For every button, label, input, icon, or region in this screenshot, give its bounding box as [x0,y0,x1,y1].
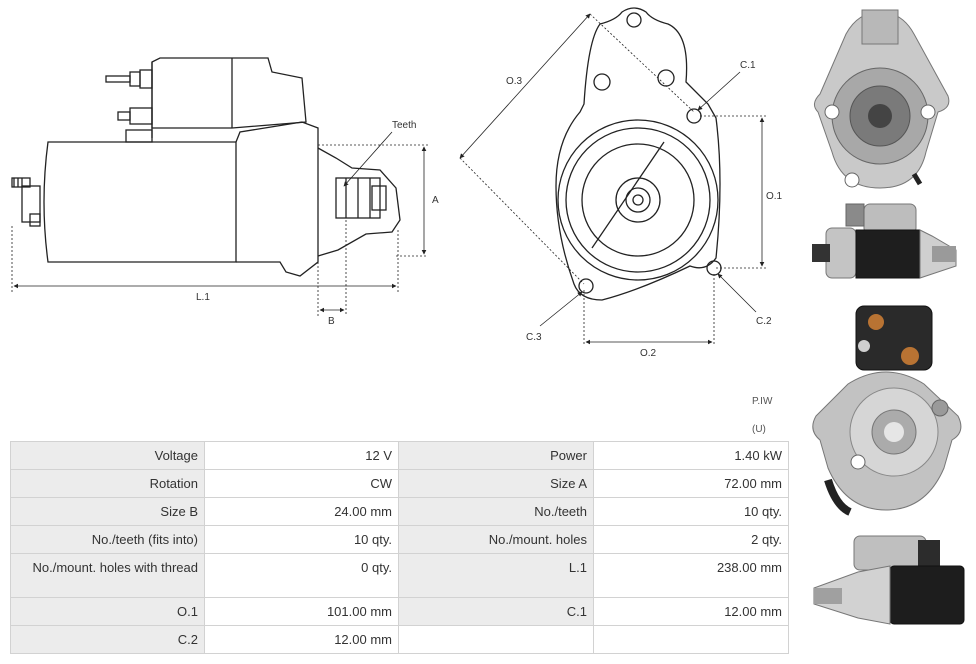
table-row: No./teeth (fits into) 10 qty. No./mount.… [10,525,789,554]
table-row: No./mount. holes with thread 0 qty. L.1 … [10,553,789,598]
spec-label: O.1 [10,597,205,626]
dim-o1-label: O.1 [766,191,783,202]
spec-label: C.1 [398,597,594,626]
spec-label: Size B [10,497,205,526]
table-row: C.2 12.00 mm [10,625,789,654]
watermark-line-2: (U) [752,424,766,435]
spec-label: No./teeth [398,497,594,526]
spec-value: CW [204,469,399,498]
table-row: Voltage 12 V Power 1.40 kW [10,441,789,470]
spec-value: 12.00 mm [204,625,399,654]
product-photo-rear [812,305,962,516]
table-row: O.1 101.00 mm C.1 12.00 mm [10,597,789,626]
spec-label: Power [398,441,594,470]
spec-value: 1.40 kW [593,441,789,470]
spec-value: 0 qty. [204,553,399,598]
product-photo-side-angle [813,535,965,625]
table-row: Size B 24.00 mm No./teeth 10 qty. [10,497,789,526]
spec-value: 10 qty. [593,497,789,526]
dim-c2-label: C.2 [756,316,772,327]
spec-value: 10 qty. [204,525,399,554]
spec-value: 238.00 mm [593,553,789,598]
dim-l1-label: L.1 [196,292,210,303]
side-view [11,57,401,277]
teeth-label: Teeth [392,120,416,131]
watermark-line-1: P.IW [752,396,773,407]
dim-c3-label: C.3 [526,332,542,343]
spec-value: 12 V [204,441,399,470]
spec-label: No./teeth (fits into) [10,525,205,554]
product-photo-front [814,9,950,189]
dim-b-label: B [328,316,335,327]
dim-a-label: A [432,195,439,206]
spec-label-empty [398,625,594,654]
spec-value: 101.00 mm [204,597,399,626]
spec-value: 24.00 mm [204,497,399,526]
dim-o2-label: O.2 [640,348,657,359]
dim-c1-label: C.1 [740,60,756,71]
spec-label: No./mount. holes with thread [10,553,205,598]
product-photo-side [812,203,957,279]
technical-drawing: Teeth A L.1 B O.3 C.1 O.1 C.2 C.3 [11,7,783,359]
spec-label: Voltage [10,441,205,470]
spec-label: L.1 [398,553,594,598]
spec-value: 2 qty. [593,525,789,554]
spec-table: Voltage 12 V Power 1.40 kW Rotation CW S… [10,441,789,654]
dim-o3-label: O.3 [506,76,523,87]
front-view [555,7,722,301]
spec-label: Rotation [10,469,205,498]
side-dimensions [11,131,428,316]
spec-value: 72.00 mm [593,469,789,498]
spec-value: 12.00 mm [593,597,789,626]
spec-label: No./mount. holes [398,525,594,554]
front-dimensions [459,13,766,346]
table-row: Rotation CW Size A 72.00 mm [10,469,789,498]
spec-label: C.2 [10,625,205,654]
spec-value-empty [593,625,789,654]
spec-label: Size A [398,469,594,498]
